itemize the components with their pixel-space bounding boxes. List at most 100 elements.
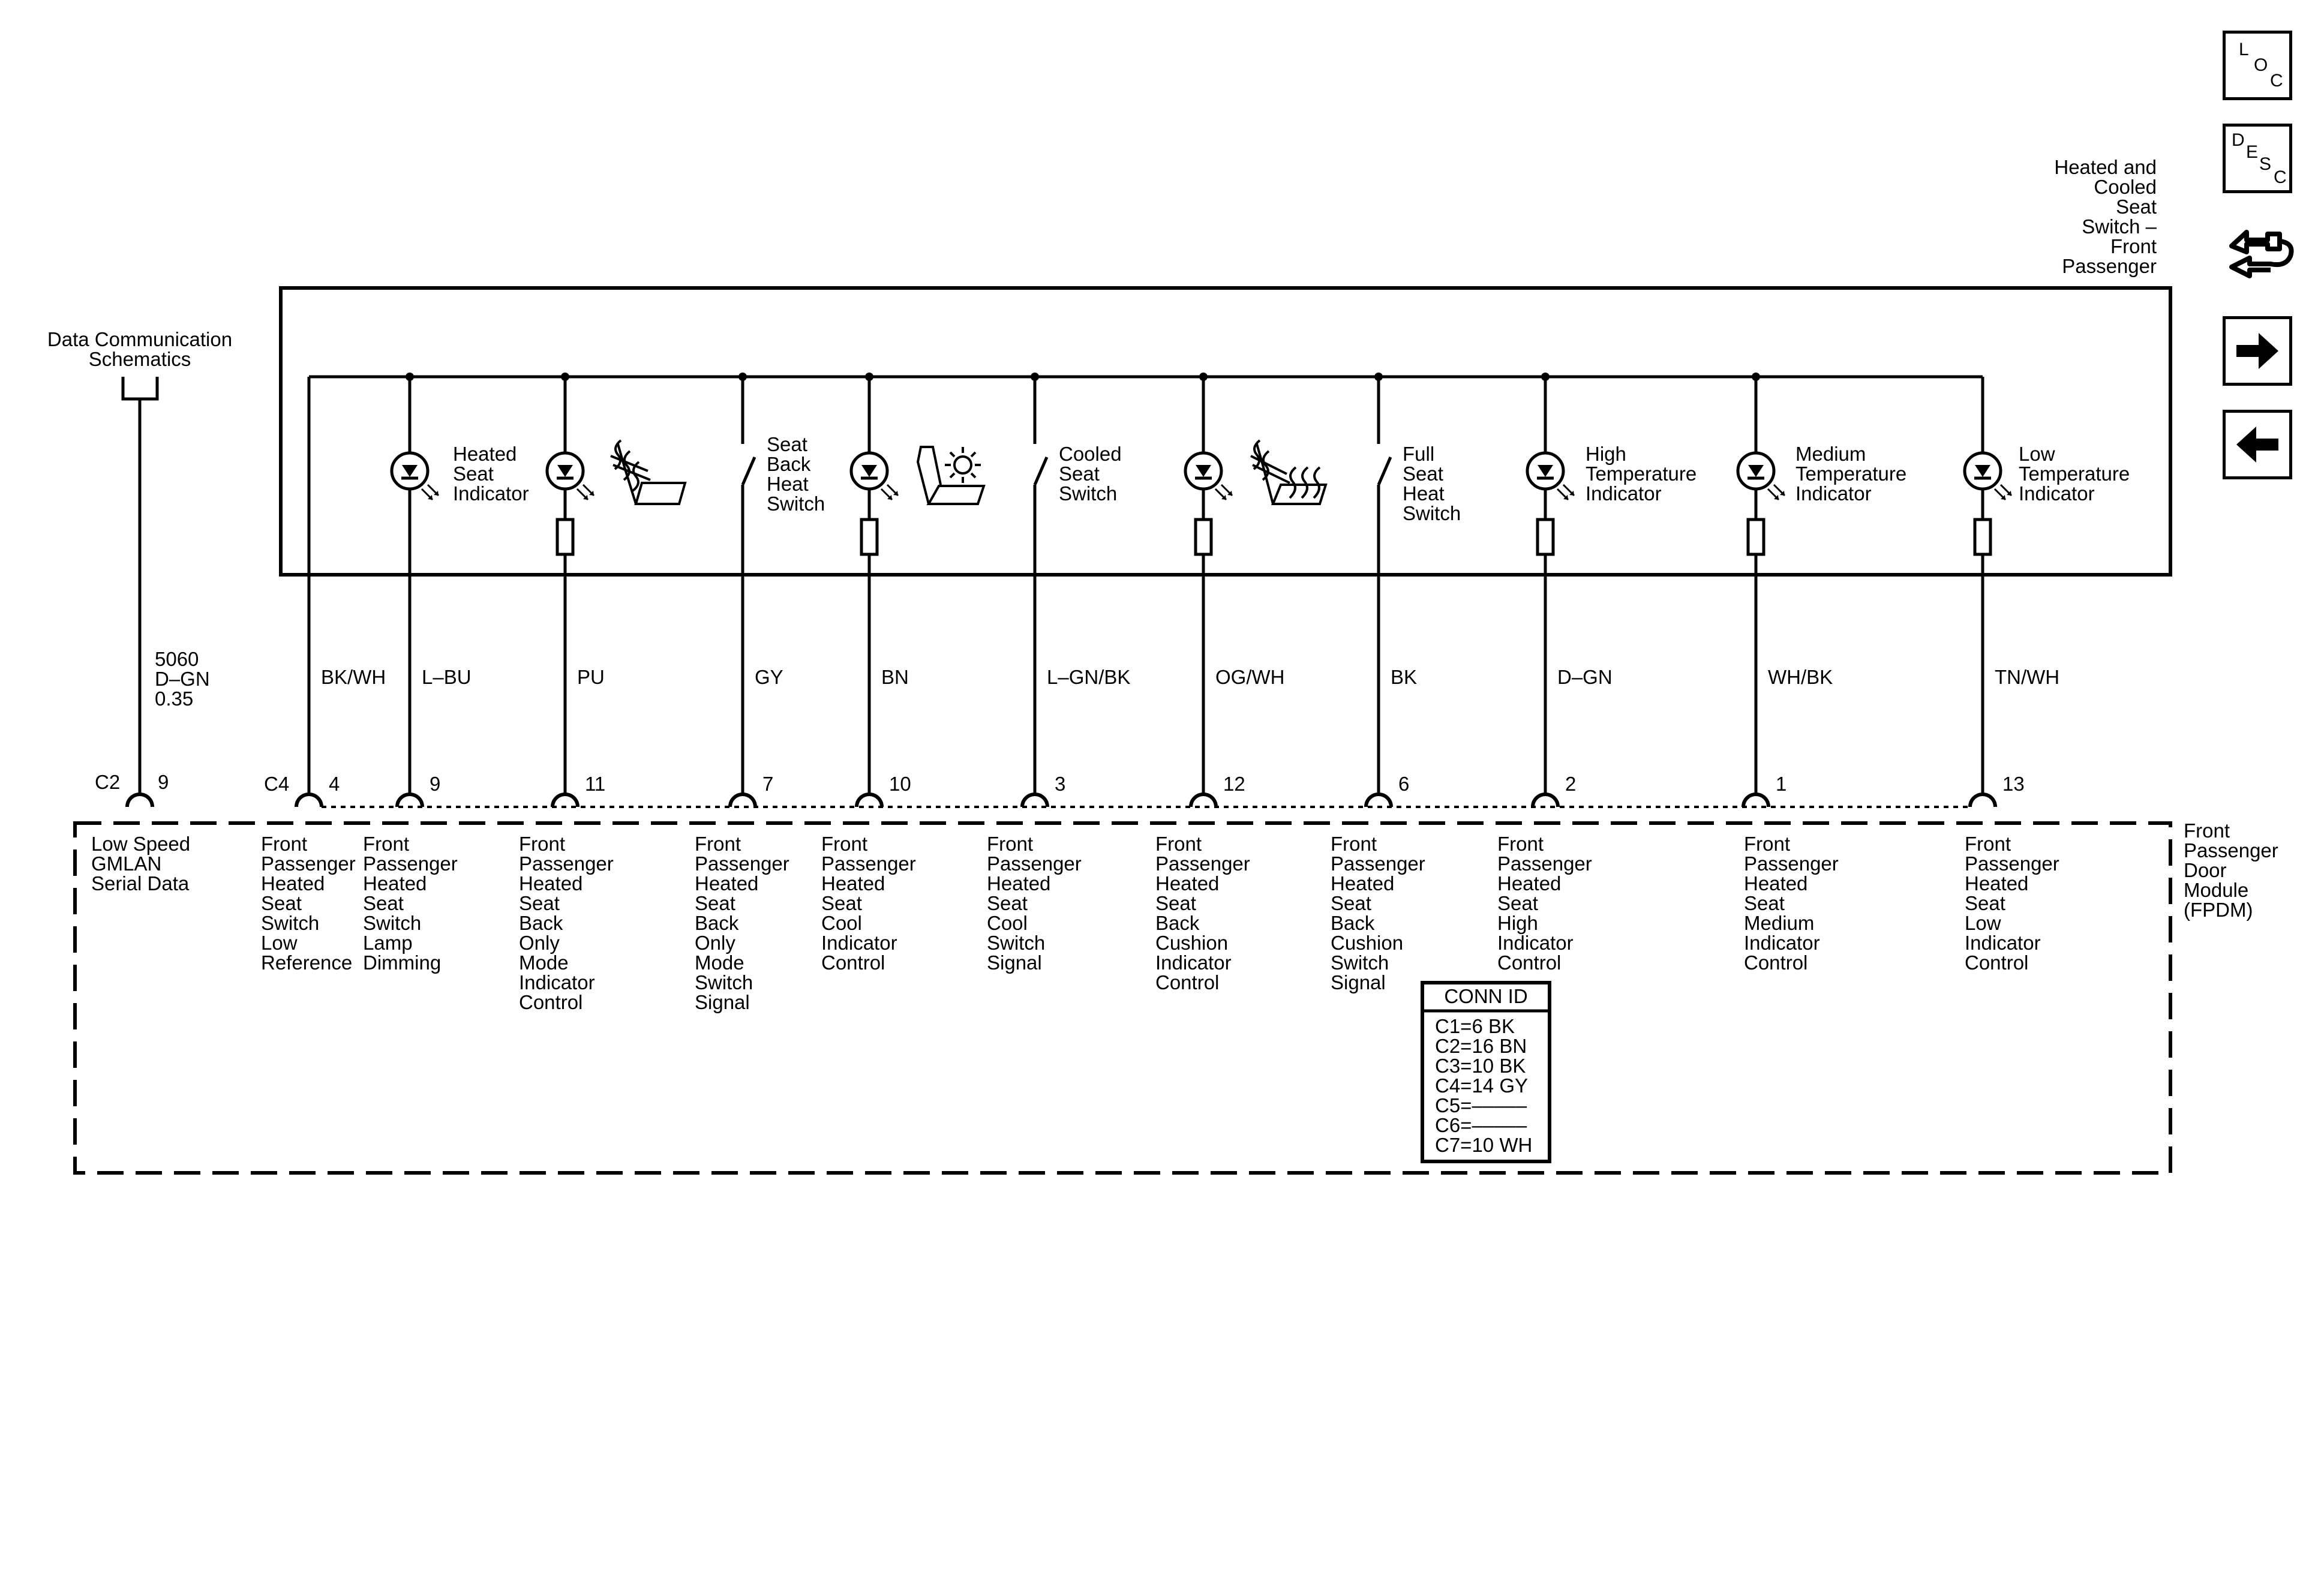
- pin-function-label: Indicator: [1497, 932, 1574, 954]
- pin-function-label: Heated: [519, 872, 582, 894]
- data-comm-label[interactable]: Schematics: [89, 348, 191, 370]
- pin-function-label: Heated: [987, 872, 1050, 894]
- conn-id-row: C5=–––––: [1435, 1094, 1527, 1116]
- seat-back-heat-switch-label: Seat: [767, 433, 807, 455]
- desc-letter: S: [2259, 154, 2272, 174]
- fpdm-label: Front: [2184, 819, 2230, 842]
- wire-color-label: BK: [1391, 666, 1417, 688]
- full-seat-heat-switch-label: Seat: [1403, 463, 1443, 485]
- data-communication-reference[interactable]: Data Communication Schematics: [47, 328, 232, 401]
- desc-letter: C: [2274, 167, 2287, 187]
- c2-wire-color: D–GN: [155, 668, 210, 690]
- module-title-line: Switch –: [2082, 215, 2157, 238]
- loc-letter: O: [2254, 55, 2268, 75]
- pin-number: 7: [762, 773, 773, 795]
- pin-number: 1: [1776, 773, 1786, 795]
- terminal: [1189, 792, 1218, 807]
- resistor: [1746, 518, 1765, 556]
- pin-number: 4: [329, 773, 340, 795]
- pin-function-label: Passenger: [363, 852, 458, 875]
- pin-function-label: Seat: [1155, 892, 1196, 914]
- resistor: [556, 518, 575, 556]
- conn-id-title: CONN ID: [1444, 985, 1527, 1007]
- conn-id-row: C2=16 BN: [1435, 1035, 1527, 1057]
- module-title-line: Front: [2110, 235, 2157, 257]
- pin-function-label: Indicator: [1155, 951, 1232, 974]
- loc-button[interactable]: L O C: [2223, 31, 2292, 100]
- resistor: [1536, 518, 1555, 556]
- wire-color-label: D–GN: [1557, 666, 1613, 688]
- pin-function-label: Passenger: [1744, 852, 1839, 875]
- pin-function-label: Front: [1155, 833, 1202, 855]
- pin-function-label: Heated: [363, 872, 427, 894]
- conn-id-row: C7=10 WH: [1435, 1134, 1532, 1156]
- pin-function-label: High: [1497, 912, 1538, 934]
- pin-function-label: Front: [987, 833, 1033, 855]
- terminal: [1742, 792, 1770, 807]
- wire-color-label: OG/WH: [1215, 666, 1284, 688]
- pin-function-label: Switch: [363, 912, 421, 934]
- pin-function-label: Lamp: [363, 932, 413, 954]
- pin-function-label: Control: [1965, 951, 2028, 974]
- medium-temperature-indicator-label: Medium: [1795, 443, 1866, 465]
- fpdm-label: Door: [2184, 859, 2227, 881]
- led-indicator: [1963, 451, 2013, 501]
- full-seat-heat-switch-label: Full: [1403, 443, 1434, 465]
- c2-function-label: Serial Data: [91, 872, 190, 894]
- pin-function-label: Control: [1744, 951, 1807, 974]
- low-temperature-indicator-label: Low: [2019, 443, 2055, 465]
- high-temperature-indicator-label: High: [1586, 443, 1626, 465]
- pin-function-label: Front: [1965, 833, 2011, 855]
- data-comm-label[interactable]: Data Communication: [47, 328, 232, 350]
- medium-temperature-indicator-label: Indicator: [1795, 482, 1872, 505]
- seat-back-heat-switch-label: Heat: [767, 473, 809, 495]
- full-seat-heat-switch-label: Switch: [1403, 502, 1461, 524]
- pin-function-label: Heated: [1497, 872, 1561, 894]
- module-title-line: Seat: [2116, 196, 2157, 218]
- next-page-button[interactable]: [2223, 316, 2292, 386]
- fpdm-label: Module: [2184, 879, 2248, 901]
- pin-function-label: Front: [1744, 833, 1790, 855]
- wire-color-label: BK/WH: [321, 666, 386, 688]
- pin-function-label: Seat: [1744, 892, 1785, 914]
- pin-number: 12: [1223, 773, 1245, 795]
- resistor: [1194, 518, 1213, 556]
- loc-letter: L: [2239, 40, 2249, 59]
- pin-function-label: Seat: [1331, 892, 1371, 914]
- pin-function-label: Control: [1155, 971, 1219, 993]
- pin-function-label: Seat: [821, 892, 862, 914]
- pin-function-label: Back: [695, 912, 739, 934]
- module-title-line: Heated and: [2054, 156, 2157, 178]
- pin-function-label: Control: [519, 991, 582, 1013]
- heated-seat-indicator-label: Indicator: [453, 482, 529, 505]
- pin-function-label: Low: [1965, 912, 2001, 934]
- pin-function-label: Indicator: [519, 971, 595, 993]
- heated-seat-back-icon: [610, 439, 687, 505]
- module-title-line: Cooled: [2094, 176, 2157, 198]
- pin-function-label: Heated: [1965, 872, 2028, 894]
- pin-function-label: Seat: [261, 892, 302, 914]
- pin-function-label: Passenger: [821, 852, 916, 875]
- medium-temperature-indicator-label: Temperature: [1795, 463, 1906, 485]
- resistor: [860, 518, 879, 556]
- terminal: [551, 792, 580, 807]
- pin-function-label: Signal: [695, 991, 750, 1013]
- previous-page-button[interactable]: [2223, 410, 2292, 479]
- pin-function-label: Low: [261, 932, 298, 954]
- pin-number: 9: [430, 773, 440, 795]
- connector-pin-icon[interactable]: [2220, 213, 2298, 291]
- pin-function-label: Heated: [1331, 872, 1394, 894]
- terminal: [1531, 792, 1560, 807]
- pin-function-label: Cushion: [1155, 932, 1228, 954]
- desc-button[interactable]: D E S C: [2223, 124, 2292, 193]
- pin-number: 6: [1398, 773, 1409, 795]
- terminal-c2-9: [125, 792, 154, 807]
- conn-id-row: C3=10 BK: [1435, 1055, 1526, 1077]
- pin-function-label: Switch: [261, 912, 319, 934]
- resistor: [1973, 518, 1992, 556]
- pin-function-label: Signal: [987, 951, 1042, 974]
- fpdm-module-box: [73, 821, 2172, 1175]
- terminal: [1020, 792, 1049, 807]
- connector-c4-label: C4: [264, 773, 289, 795]
- pin-function-label: Cool: [987, 912, 1028, 934]
